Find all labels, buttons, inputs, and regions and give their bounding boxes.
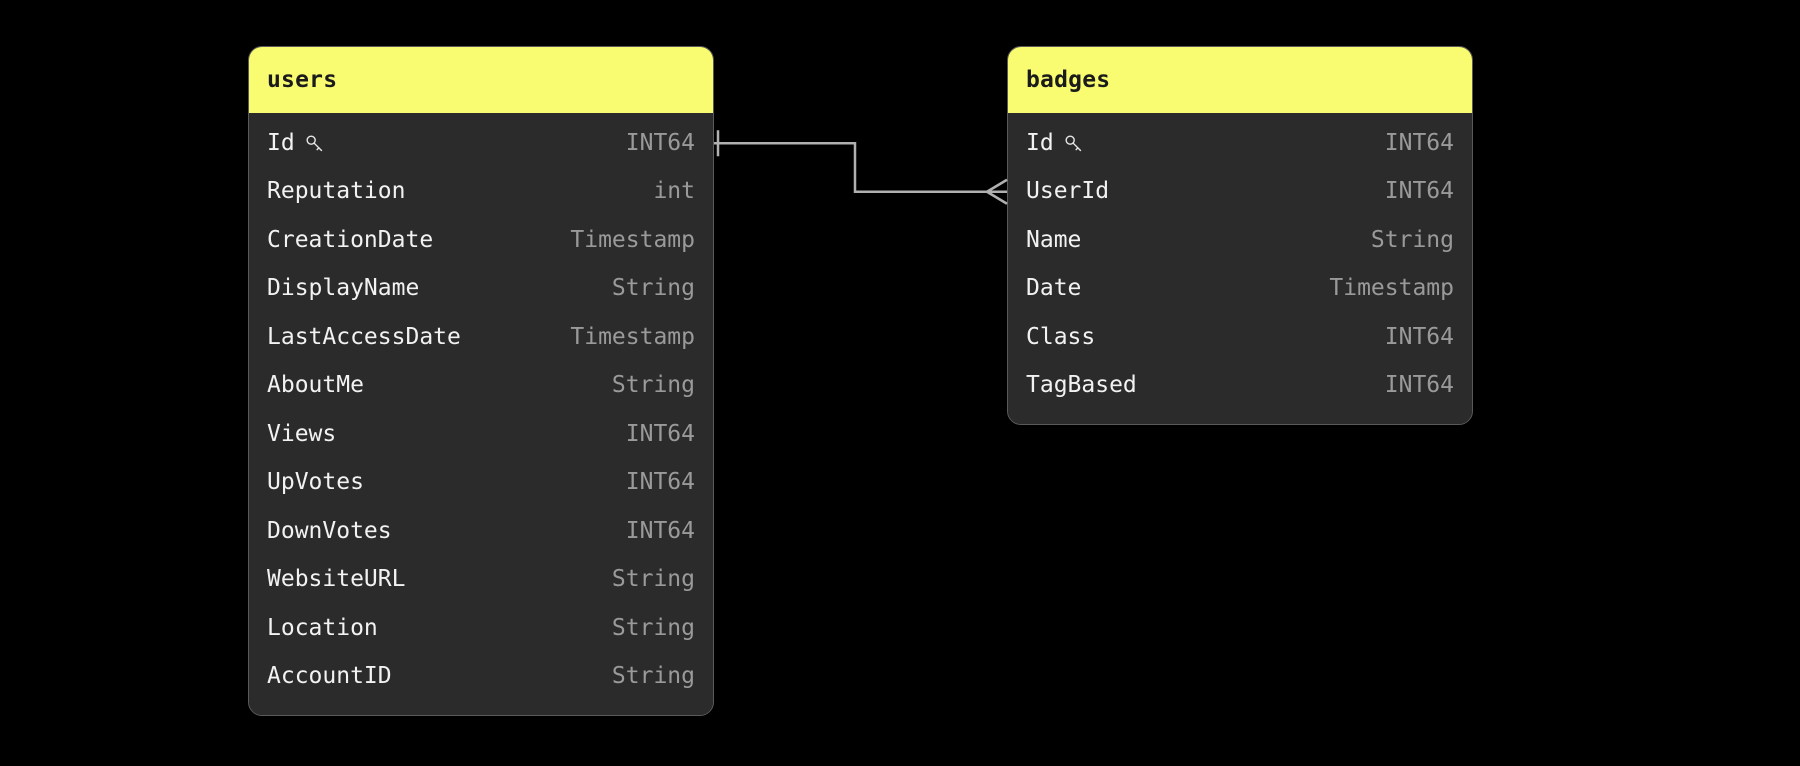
field-name: UpVotes: [267, 471, 364, 494]
field-name: WebsiteURL: [267, 568, 405, 591]
field-name: DownVotes: [267, 517, 392, 544]
field-row[interactable]: Name String: [1008, 216, 1472, 265]
field-row[interactable]: WebsiteURL String: [249, 556, 713, 605]
field-type-label: Timestamp: [1329, 275, 1454, 302]
field-type-label: INT64: [1384, 372, 1454, 399]
field-name-label: AccountID: [267, 663, 392, 690]
field-type-label: Timestamp: [570, 226, 695, 253]
key-icon: [304, 133, 325, 154]
field-name: Date: [1026, 277, 1081, 300]
field-row[interactable]: AccountID String: [249, 653, 713, 702]
field-row[interactable]: Location String: [249, 604, 713, 653]
field-name-label: DisplayName: [267, 275, 420, 302]
field-row[interactable]: DisplayName String: [249, 265, 713, 314]
field-type-label: INT64: [625, 517, 695, 544]
field-name: LastAccessDate: [267, 323, 461, 350]
field-type-label: INT64: [1384, 323, 1454, 350]
entity-header-badges: badges: [1008, 47, 1472, 113]
field-name: Views: [267, 420, 337, 447]
field-row[interactable]: Date Timestamp: [1008, 265, 1472, 314]
field-type-label: String: [611, 663, 695, 690]
field-name: AboutMe: [267, 374, 364, 397]
field-name: CreationDate: [267, 226, 434, 253]
cardinality-many-marker: [986, 178, 1008, 205]
field-name: Id: [267, 129, 325, 156]
field-name-label: Class: [1026, 323, 1096, 350]
field-row[interactable]: Reputation int: [249, 168, 713, 217]
field-type-label: INT64: [1384, 178, 1454, 205]
entity-title-users: users: [267, 66, 338, 93]
field-name-label: Id: [1026, 129, 1054, 156]
field-name-label: Name: [1026, 226, 1082, 253]
field-row[interactable]: UpVotes INT64: [249, 459, 713, 508]
field-name-label: Reputation: [267, 178, 406, 205]
field-name: TagBased: [1026, 374, 1137, 397]
field-name-label: LastAccessDate: [267, 323, 461, 350]
field-name: Class: [1026, 323, 1096, 350]
key-icon: [1063, 133, 1084, 154]
field-row[interactable]: UserId INT64: [1008, 168, 1472, 217]
field-name-label: DownVotes: [267, 517, 392, 544]
field-type-label: String: [611, 372, 695, 399]
field-name-label: UserId: [1026, 178, 1110, 205]
field-row[interactable]: LastAccessDate Timestamp: [249, 313, 713, 362]
field-name: UserId: [1026, 180, 1109, 203]
field-type-label: String: [1370, 226, 1454, 253]
field-type-label: INT64: [625, 469, 695, 496]
field-name: AccountID: [267, 665, 392, 688]
field-name-label: Date: [1026, 275, 1082, 302]
field-row[interactable]: DownVotes INT64: [249, 507, 713, 556]
field-type-label: int: [653, 178, 695, 205]
entity-title-badges: badges: [1026, 66, 1111, 93]
field-name-label: UpVotes: [267, 469, 364, 496]
field-type-label: Timestamp: [570, 323, 695, 350]
field-row[interactable]: Views INT64: [249, 410, 713, 459]
field-type-label: String: [611, 566, 695, 593]
field-type-label: INT64: [625, 420, 695, 447]
field-name-label: TagBased: [1026, 372, 1137, 399]
field-name-label: CreationDate: [267, 226, 434, 253]
field-name-label: Id: [267, 129, 295, 156]
field-name: Name: [1026, 226, 1082, 253]
relationship-line: [714, 142, 989, 193]
field-row[interactable]: CreationDate Timestamp: [249, 216, 713, 265]
field-row[interactable]: TagBased INT64: [1008, 362, 1472, 411]
field-row[interactable]: Id INT64: [1008, 119, 1472, 168]
field-row[interactable]: Id INT64: [249, 119, 713, 168]
field-name: Location: [267, 614, 378, 641]
entity-header-users: users: [249, 47, 713, 113]
field-type-label: String: [611, 275, 695, 302]
field-name: DisplayName: [267, 277, 419, 300]
field-name-label: Location: [267, 614, 378, 641]
field-name: Reputation: [267, 180, 405, 203]
field-type-label: INT64: [1384, 129, 1454, 156]
field-row[interactable]: AboutMe String: [249, 362, 713, 411]
field-name-label: AboutMe: [267, 372, 364, 399]
field-name-label: WebsiteURL: [267, 566, 406, 593]
field-row[interactable]: Class INT64: [1008, 313, 1472, 362]
field-name-label: Views: [267, 420, 337, 447]
field-type-label: String: [611, 614, 695, 641]
field-name: Id: [1026, 129, 1084, 156]
field-type-label: INT64: [625, 129, 695, 156]
